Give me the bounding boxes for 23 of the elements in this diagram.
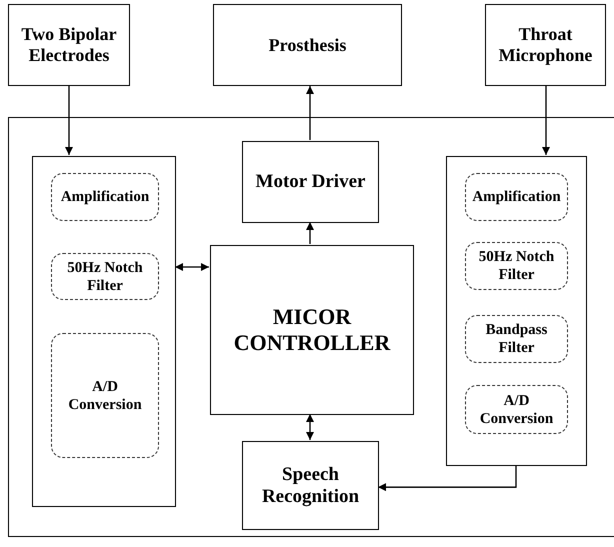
arrow — [306, 86, 314, 140]
block-box: Throat Microphone — [485, 4, 606, 86]
block-box: Speech Recognition — [242, 441, 379, 530]
block-box: Prosthesis — [213, 4, 402, 86]
block-frame — [446, 156, 587, 466]
process-step-box: 50Hz Notch Filter — [465, 242, 568, 290]
arrow — [65, 86, 73, 155]
block-box: MICOR CONTROLLER — [210, 245, 414, 415]
block-box: Motor Driver — [242, 141, 379, 223]
arrow — [306, 414, 314, 440]
block-frame — [8, 117, 614, 537]
process-step-box: A/D Conversion — [465, 385, 568, 434]
process-step-box: A/D Conversion — [51, 333, 159, 458]
block-box: Two Bipolar Electrodes — [8, 4, 130, 86]
arrow — [542, 86, 550, 155]
process-step-box: Bandpass Filter — [465, 315, 568, 363]
process-step-box: Amplification — [51, 173, 159, 221]
arrow — [378, 465, 517, 492]
block-frame — [32, 156, 176, 507]
process-step-box: Amplification — [465, 173, 568, 221]
arrow — [175, 263, 209, 271]
arrow — [306, 222, 314, 244]
process-step-box: 50Hz Notch Filter — [51, 253, 159, 300]
